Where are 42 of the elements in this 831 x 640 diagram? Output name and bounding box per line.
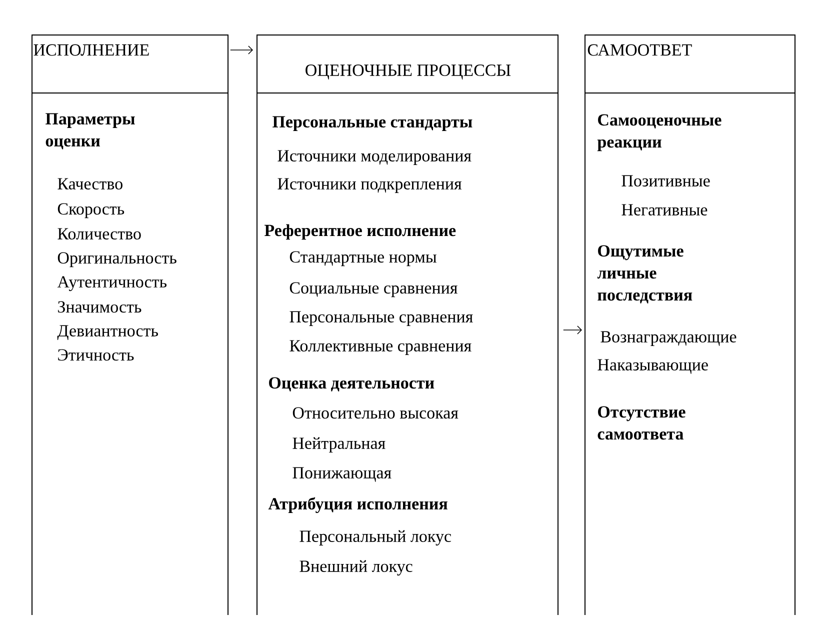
section-heading: Отсутствие самоответа — [598, 406, 686, 440]
header-text: ИСПОЛНЕНИЕ — [34, 44, 149, 56]
list-item: Источники подкрепления — [278, 178, 462, 193]
arrow — [563, 326, 582, 334]
list-item: Внешний локус — [300, 560, 412, 576]
section-heading: Оценка деятельности — [269, 377, 434, 392]
list-item: Коллективные сравнения — [290, 340, 472, 355]
list-item: Негативные — [622, 204, 708, 216]
section-heading: Параметры оценки — [46, 113, 135, 150]
header-text: САМООТВЕТ — [588, 44, 692, 56]
list-item: Количество — [58, 228, 141, 240]
list-item: Социальные сравнения — [290, 282, 458, 298]
header-box — [584, 34, 796, 94]
list-item: Источники моделирования — [278, 150, 472, 165]
list-item: Вознаграждающие — [600, 331, 736, 346]
arrow — [230, 46, 253, 54]
list-item: Оригинальность — [58, 252, 176, 268]
section-heading: Самооценочные реакции — [597, 114, 722, 152]
list-item: Скорость — [58, 203, 124, 218]
column-box — [256, 92, 558, 616]
list-item: Персональный локус — [300, 530, 451, 546]
list-item: Девиантность — [57, 325, 158, 340]
header-text: ОЦЕНОЧНЫЕ ПРОЦЕССЫ — [306, 64, 511, 80]
section-heading: Персональные стандарты — [272, 116, 472, 131]
list-item: Позитивные — [622, 175, 710, 186]
section-heading: Ощутимые личные последствия — [597, 245, 692, 304]
list-item: Нейтральная — [292, 437, 386, 452]
section-heading: Референтное исполнение — [264, 224, 456, 240]
list-item: Персональные сравнения — [290, 311, 473, 326]
column-box — [32, 92, 228, 616]
list-item: Аутентичность — [57, 276, 167, 292]
header-box — [32, 34, 228, 94]
list-item: Стандартные нормы — [290, 251, 436, 266]
section-heading: Атрибуция исполнения — [268, 497, 448, 514]
list-item: Наказывающие — [598, 359, 708, 374]
list-item: Понижающая — [292, 467, 392, 482]
list-item: Значимость — [58, 301, 142, 313]
list-item: Качество — [58, 178, 122, 190]
column-box — [584, 92, 796, 616]
list-item: Этичность — [58, 349, 134, 361]
header-box — [256, 34, 558, 94]
list-item: Относительно высокая — [292, 407, 458, 419]
